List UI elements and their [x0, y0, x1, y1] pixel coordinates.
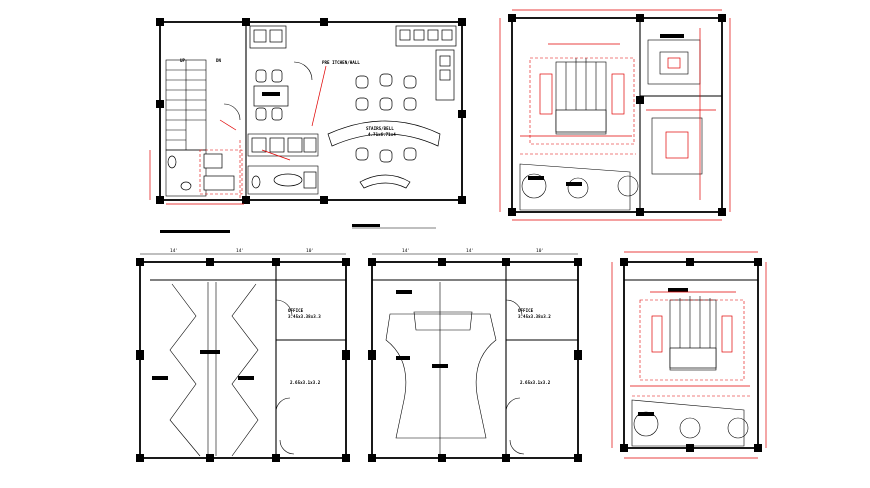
plan-4-room-label: 2.65x3.1x3.2 — [520, 380, 551, 385]
room-area-conference: 4.71x6.71x4 — [368, 132, 396, 137]
plan-3-door-swing-2 — [275, 397, 291, 413]
plan-2-light-1 — [521, 173, 547, 199]
plan-4-office-label: OFFICE — [518, 308, 534, 313]
plan-1-door-swing — [293, 61, 313, 81]
plan-4-dim-1: 14' — [402, 248, 410, 254]
plan-3-outer-wall — [139, 261, 347, 459]
room-label-pre-kitchen: PRE ITCHEN/HALL — [322, 60, 360, 65]
plan-2-tag-2 — [566, 182, 582, 186]
plan-2-light-fixture — [529, 57, 635, 145]
plan-4-door-swing-3 — [509, 439, 525, 455]
room-label-conference: STAIRS/BELL — [366, 126, 394, 131]
plan-5-tag-2 — [668, 288, 688, 292]
plan-3-room-label: 2.65x3.1x3.2 — [290, 380, 321, 385]
plan-4-dim-3: 10' — [536, 248, 544, 254]
plan-3-tag-centre — [200, 350, 220, 354]
plan-1-toilet-block — [165, 133, 319, 197]
plan-2-outer-wall — [511, 17, 723, 213]
plan-3-tag-right — [238, 376, 254, 380]
plan-1-red-annotations — [149, 65, 327, 205]
plan-4-columns — [368, 258, 582, 462]
plan-3-door-swing-3 — [279, 439, 295, 455]
plan-3-columns — [136, 258, 350, 462]
plan-4-floor-plan: 14' 14' 10' OFFICE 3.45x3.38x3.2 2.65x3.… — [368, 248, 582, 462]
plan-1-title-bar — [352, 224, 380, 227]
plan-3-office-area: 3.45x3.38x3.3 — [288, 314, 321, 319]
plan-3-dim-2: 14' — [236, 248, 244, 254]
plan-1-dining-set — [253, 69, 289, 121]
plan-3-floor-plan: 14' 14' 10' OFFICE 3.45x3.38x3.3 2.65x3.… — [136, 248, 350, 462]
plan-1-staircase: UP DN — [165, 58, 222, 151]
plan-5-tag-1 — [638, 412, 654, 416]
plan-1-scale-bar — [160, 230, 230, 233]
up-label: UP — [180, 58, 186, 63]
plan-4-tag-left — [396, 356, 410, 360]
plan-3-office-label: OFFICE — [288, 308, 304, 313]
plan-1-door-swing-2 — [223, 103, 241, 121]
plan-3-tag-left — [152, 376, 168, 380]
plan-4-office-area: 3.45x3.38x3.2 — [518, 314, 551, 319]
plan-2-columns — [508, 14, 726, 216]
plan-2-ceiling-plan — [499, 9, 731, 221]
plan-3-door-swing-1 — [275, 299, 293, 317]
plan-4-tag-centre — [432, 364, 448, 368]
plan-5-light-fixture — [639, 296, 745, 381]
plan-2-light-2 — [567, 177, 589, 199]
plan-5-columns — [620, 258, 762, 452]
plan-2-tag-1 — [528, 176, 544, 180]
plan-4-top-panel — [413, 311, 473, 331]
plan-2-red-leaders — [520, 28, 716, 200]
plan-2-light-3 — [617, 175, 639, 197]
plan-2-lower-ceiling — [519, 163, 631, 211]
plan-1-floor-plan: UP DN — [149, 18, 466, 233]
plan-3-dim-3: 10' — [306, 248, 314, 254]
plan-3-dim-1: 14' — [170, 248, 178, 254]
plan-5-light-2 — [679, 417, 701, 439]
plan-5-ceiling-plan — [611, 251, 767, 459]
plan-1-reception-chair — [359, 174, 411, 189]
plan-1-columns — [156, 18, 466, 204]
plan-4-tag-top — [396, 290, 412, 294]
plan-3-zigzag-right — [231, 283, 259, 457]
plan-5-light-3 — [727, 417, 749, 439]
plan-5-lower-ceiling — [631, 399, 745, 447]
plan-1-curved-desk — [327, 120, 441, 147]
plan-4-dim-2: 14' — [466, 248, 474, 254]
dn-label: DN — [216, 58, 222, 63]
plan-2-room-fixtures — [647, 34, 703, 175]
plan-3-zigzag-left — [169, 283, 201, 457]
plan-4-shaped-pattern — [385, 313, 497, 439]
plan-1-kitchen-counter — [249, 25, 457, 101]
plan-4-door-swing-2 — [505, 397, 521, 413]
plan-1-conference-chairs — [355, 73, 417, 163]
plan-5-red-leaders — [630, 291, 752, 397]
plan-4-door-swing-1 — [505, 299, 523, 317]
